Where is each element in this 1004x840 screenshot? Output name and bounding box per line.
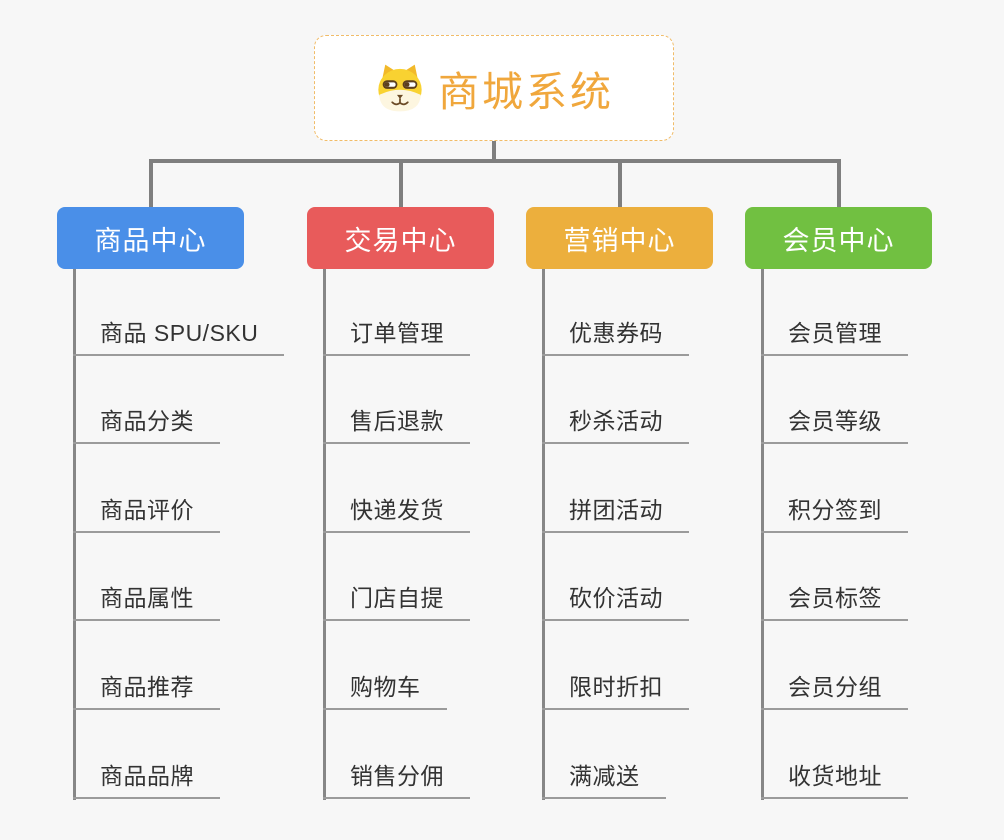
child-node-label[interactable]: 秒杀活动 <box>542 402 689 445</box>
child-node-label[interactable]: 优惠券码 <box>542 314 689 356</box>
branch-node-trade-center[interactable]: 交易中心 <box>307 207 494 269</box>
child-node-label[interactable]: 商品品牌 <box>73 757 220 799</box>
branch-children-member: 会员管理 会员等级 积分签到 会员标签 会员分组 收货地址 <box>761 267 991 799</box>
child-item: 快递发货 <box>323 444 553 533</box>
child-item: 商品品牌 <box>73 710 303 799</box>
connector-drop-member <box>837 159 841 208</box>
branch-label: 会员中心 <box>782 225 895 256</box>
child-node-label[interactable]: 会员等级 <box>761 402 908 445</box>
child-item: 商品属性 <box>73 533 303 622</box>
branch-spine-marketing <box>542 269 545 800</box>
child-node-label[interactable]: 商品 SPU/SKU <box>73 314 285 356</box>
child-item: 会员分组 <box>761 621 991 710</box>
child-item: 限时折扣 <box>542 621 772 710</box>
child-item: 商品推荐 <box>73 621 303 710</box>
branch-label: 商品中心 <box>94 225 207 256</box>
root-node[interactable]: 商城系统 <box>314 35 674 141</box>
child-node-label[interactable]: 会员分组 <box>761 668 908 710</box>
child-item: 会员等级 <box>761 356 991 445</box>
branch-children-marketing: 优惠券码 秒杀活动 拼团活动 砍价活动 限时折扣 满减送 <box>542 267 772 799</box>
branch-spine-product <box>73 269 76 800</box>
child-node-label[interactable]: 商品分类 <box>73 402 220 445</box>
child-item: 售后退款 <box>323 356 553 445</box>
child-node-label[interactable]: 快递发货 <box>323 491 470 533</box>
child-item: 满减送 <box>542 710 772 799</box>
child-item: 商品分类 <box>73 356 303 445</box>
child-node-label[interactable]: 收货地址 <box>761 757 908 799</box>
child-item: 积分签到 <box>761 444 991 533</box>
child-item: 订单管理 <box>323 267 553 356</box>
child-item: 会员管理 <box>761 267 991 356</box>
connector-drop-marketing <box>618 159 622 208</box>
branch-label: 交易中心 <box>344 225 457 256</box>
child-item: 商品评价 <box>73 444 303 533</box>
branch-spine-trade <box>323 269 326 800</box>
child-node-label[interactable]: 商品属性 <box>73 579 220 622</box>
connector-drop-trade <box>399 159 403 208</box>
child-item: 拼团活动 <box>542 444 772 533</box>
branch-spine-member <box>761 269 764 800</box>
child-node-label[interactable]: 商品推荐 <box>73 668 220 710</box>
child-node-label[interactable]: 订单管理 <box>323 314 470 356</box>
child-node-label[interactable]: 购物车 <box>323 668 447 710</box>
child-node-label[interactable]: 销售分佣 <box>323 757 470 799</box>
branch-label: 营销中心 <box>563 225 676 256</box>
child-item: 销售分佣 <box>323 710 553 799</box>
child-node-label[interactable]: 商品评价 <box>73 491 220 533</box>
child-item: 秒杀活动 <box>542 356 772 445</box>
branch-node-marketing-center[interactable]: 营销中心 <box>526 207 713 269</box>
branch-node-member-center[interactable]: 会员中心 <box>745 207 932 269</box>
child-node-label[interactable]: 积分签到 <box>761 491 908 533</box>
child-item: 商品 SPU/SKU <box>73 267 303 356</box>
child-node-label[interactable]: 满减送 <box>542 757 666 799</box>
child-node-label[interactable]: 会员管理 <box>761 314 908 356</box>
dog-face-icon <box>374 62 426 114</box>
branch-children-product: 商品 SPU/SKU 商品分类 商品评价 商品属性 商品推荐 商品品牌 <box>73 267 303 799</box>
child-item: 砍价活动 <box>542 533 772 622</box>
child-node-label[interactable]: 门店自提 <box>323 579 470 622</box>
child-item: 门店自提 <box>323 533 553 622</box>
child-node-label[interactable]: 拼团活动 <box>542 491 689 533</box>
branch-children-trade: 订单管理 售后退款 快递发货 门店自提 购物车 销售分佣 <box>323 267 553 799</box>
child-node-label[interactable]: 会员标签 <box>761 579 908 622</box>
branch-node-product-center[interactable]: 商品中心 <box>57 207 244 269</box>
child-item: 购物车 <box>323 621 553 710</box>
child-item: 会员标签 <box>761 533 991 622</box>
connector-drop-product <box>149 159 153 208</box>
connector-root-drop <box>492 140 496 163</box>
child-item: 优惠券码 <box>542 267 772 356</box>
root-title: 商城系统 <box>438 69 614 115</box>
connector-bus <box>149 159 841 163</box>
child-node-label[interactable]: 砍价活动 <box>542 579 689 622</box>
child-item: 收货地址 <box>761 710 991 799</box>
child-node-label[interactable]: 售后退款 <box>323 402 470 445</box>
child-node-label[interactable]: 限时折扣 <box>542 668 689 710</box>
